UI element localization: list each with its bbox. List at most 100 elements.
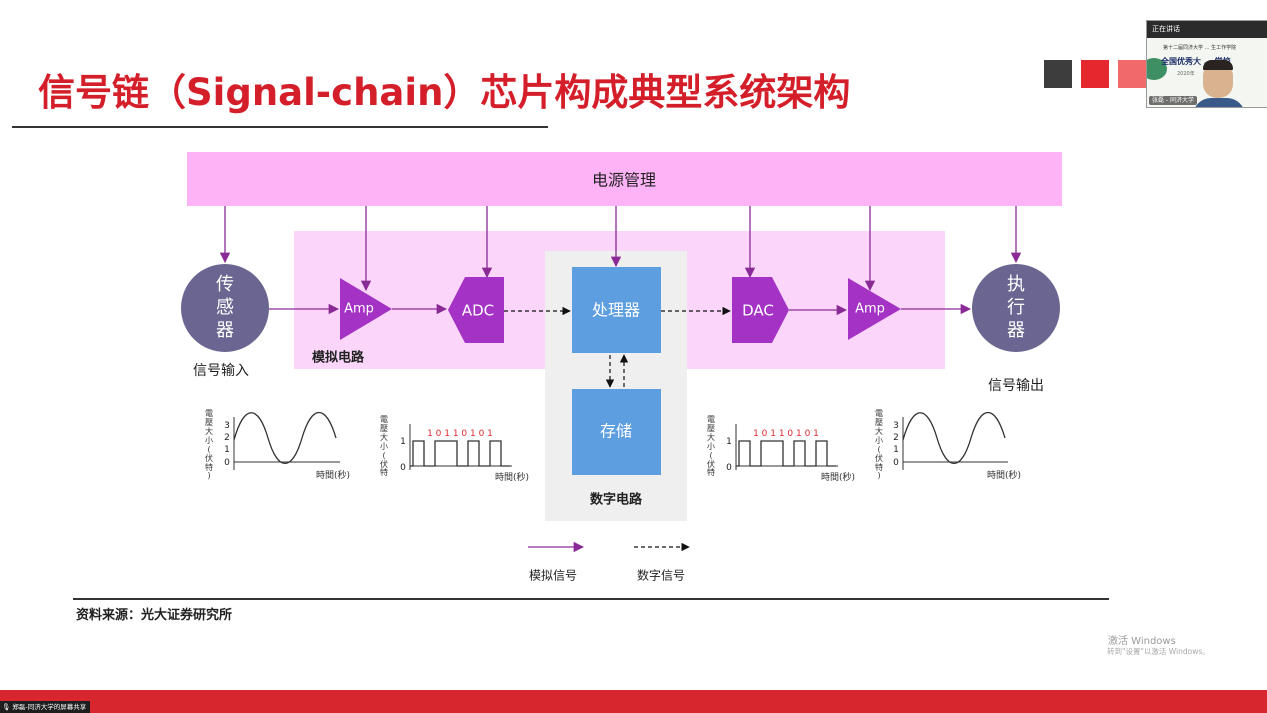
graph4-tick-3: 3 xyxy=(893,421,899,431)
amp-output-label: Amp xyxy=(855,302,885,317)
graph1-tick-1: 1 xyxy=(224,445,230,455)
graph4-ylabel-1: 電 xyxy=(875,409,883,418)
graph3-ylabel-1: 電 xyxy=(707,415,715,424)
graph3-xlabel: 時間(秒) xyxy=(821,471,855,483)
graph2-tick-1: 1 xyxy=(400,437,406,447)
digital-waveform-graph-dac: 電 壓 大 小 ( 伏 特 1 0 1 0 1 1 0 1 0 1 時間(秒) xyxy=(707,415,855,483)
backdrop-leaf xyxy=(1147,58,1167,80)
graph4-ylabel-5: ( xyxy=(877,445,880,454)
slide-title: 信号链（Signal-chain）芯片构成典型系统架构 xyxy=(38,71,851,114)
graph3-tick-0: 0 xyxy=(726,463,732,473)
title-divider xyxy=(12,126,548,128)
graph2-ylabel-4: 小 xyxy=(380,442,388,451)
sensor-char-2: 感 xyxy=(216,297,234,318)
sensor-char-1: 传 xyxy=(216,274,234,295)
graph4-tick-0: 0 xyxy=(893,458,899,468)
graph1-ylabel-6: 伏 xyxy=(205,453,213,463)
graph1-tick-0: 0 xyxy=(224,458,230,468)
graph3-ylabel-6: 伏 xyxy=(707,459,715,469)
speaker-name-tag: 张磊 - 同济大学 xyxy=(1149,96,1197,105)
screen-share-banner[interactable]: 🎙 郑磊-同济大学的屏幕共享 xyxy=(0,701,91,713)
graph1-ylabel-3: 大 xyxy=(205,426,213,436)
graph3-ylabel-2: 壓 xyxy=(707,424,715,433)
signal-chain-diagram: 电源管理 传 感 器 信号输入 执 行 器 信号输出 Amp ADC DAC A… xyxy=(181,152,1062,583)
graph2-bits: 1 0 1 1 0 1 0 1 xyxy=(427,429,493,439)
graph2-ylabel-2: 壓 xyxy=(380,424,388,433)
sensor-char-3: 器 xyxy=(216,320,234,341)
digital-waveform-graph-adc: 電 壓 大 小 ( 伏 特 1 0 1 0 1 1 0 1 0 1 時間(秒) xyxy=(380,415,529,483)
processor-block xyxy=(572,267,661,353)
dac-block xyxy=(732,277,789,343)
decor-square-dark xyxy=(1044,60,1072,88)
graph1-ylabel-4: 小 xyxy=(205,436,213,445)
storage-label: 存储 xyxy=(600,422,632,441)
graph3-tick-1: 1 xyxy=(726,437,732,447)
power-management-label: 电源管理 xyxy=(592,171,656,190)
graph4-xlabel: 時間(秒) xyxy=(987,469,1021,481)
graph4-ylabel-2: 壓 xyxy=(875,418,883,427)
power-management-bar xyxy=(187,152,1062,206)
graph3-ylabel-4: 小 xyxy=(707,442,715,451)
graph2-xlabel: 時間(秒) xyxy=(495,471,529,483)
amp-input-triangle xyxy=(340,278,392,340)
windows-activation-title: 激活 Windows xyxy=(1108,636,1176,647)
speaker-hair xyxy=(1203,60,1233,70)
graph3-ylabel-5: ( xyxy=(709,451,712,460)
speaker-video-thumbnail[interactable]: 正在讲话 第十二届同济大学 … 生工作学院 全国优秀大 … 学校 2020年 张… xyxy=(1146,20,1267,108)
graph1-xlabel: 時間(秒) xyxy=(316,469,350,481)
decor-square-pink xyxy=(1118,60,1146,88)
graph4-ylabel-6: 伏 xyxy=(875,453,883,463)
dac-label: DAC xyxy=(742,302,774,320)
speaker-body xyxy=(1193,98,1245,107)
analog-waveform-graph-output: 電 壓 大 小 ( 伏 特 ) 3 2 1 0 時間(秒) xyxy=(875,409,1021,481)
video-status-bar: 正在讲话 xyxy=(1147,21,1267,38)
windows-activation-hint: 转到"设置"以激活 Windows。 xyxy=(1107,647,1210,656)
amp-output-triangle xyxy=(848,278,901,340)
graph1-ylabel-5: ( xyxy=(207,445,210,454)
graph1-ylabel-1: 電 xyxy=(205,409,213,418)
actuator-node xyxy=(972,264,1060,352)
storage-block xyxy=(572,389,661,475)
backdrop-line-1: 第十二届同济大学 … 生工作学院 xyxy=(1163,45,1237,51)
analog-waveform-graph-input: 電 壓 大 小 ( 伏 特 ) 3 2 1 0 時間(秒) xyxy=(205,409,350,481)
share-banner-label: 郑磊-同济大学的屏幕共享 xyxy=(12,703,87,711)
sensor-node xyxy=(181,264,269,352)
processor-label: 处理器 xyxy=(592,301,640,320)
adc-block xyxy=(448,277,504,343)
actuator-char-2: 行 xyxy=(1007,297,1025,318)
graph1-tick-2: 2 xyxy=(224,433,230,443)
graph4-ylabel-7: 特 xyxy=(875,462,883,472)
legend-digital-label: 数字信号 xyxy=(637,568,685,583)
analog-circuit-label: 模拟电路 xyxy=(312,350,365,366)
graph4-ylabel-3: 大 xyxy=(875,426,883,436)
amp-input-label: Amp xyxy=(344,302,374,317)
graph2-ylabel-5: ( xyxy=(382,451,385,460)
signal-input-label: 信号输入 xyxy=(193,363,249,379)
mic-icon: 🎙 xyxy=(2,703,11,711)
adc-label: ADC xyxy=(462,302,494,320)
graph4-ylabel-8: ) xyxy=(877,471,880,480)
digital-circuit-label: 数字电路 xyxy=(590,492,643,508)
graph2-ylabel-7: 特 xyxy=(380,467,388,477)
graph2-tick-0: 0 xyxy=(400,463,406,473)
graph4-tick-1: 1 xyxy=(893,445,899,455)
backdrop-line-2: 全国优秀大 … 学校 xyxy=(1161,56,1231,66)
graph3-ylabel-7: 特 xyxy=(707,467,715,477)
graph1-ylabel-8: ) xyxy=(207,471,210,480)
decor-square-red xyxy=(1081,60,1109,88)
legend-analog-label: 模拟信号 xyxy=(529,569,577,583)
graph1-tick-3: 3 xyxy=(224,421,230,431)
graph3-bits: 1 0 1 1 0 1 0 1 xyxy=(753,429,819,439)
graph1-ylabel-7: 特 xyxy=(205,462,213,472)
graph4-tick-2: 2 xyxy=(893,433,899,443)
backdrop-line-3: 2020年 xyxy=(1177,71,1195,77)
graph3-ylabel-3: 大 xyxy=(707,432,715,442)
graph1-ylabel-2: 壓 xyxy=(205,418,213,427)
video-backdrop: 第十二届同济大学 … 生工作学院 全国优秀大 … 学校 2020年 张磊 - 同… xyxy=(1147,38,1267,107)
source-divider xyxy=(73,598,1109,600)
source-note: 资料来源：光大证券研究所 xyxy=(76,608,233,623)
graph2-ylabel-1: 電 xyxy=(380,415,388,424)
actuator-char-3: 器 xyxy=(1007,320,1025,341)
actuator-char-1: 执 xyxy=(1007,274,1025,295)
graph4-ylabel-4: 小 xyxy=(875,436,883,445)
